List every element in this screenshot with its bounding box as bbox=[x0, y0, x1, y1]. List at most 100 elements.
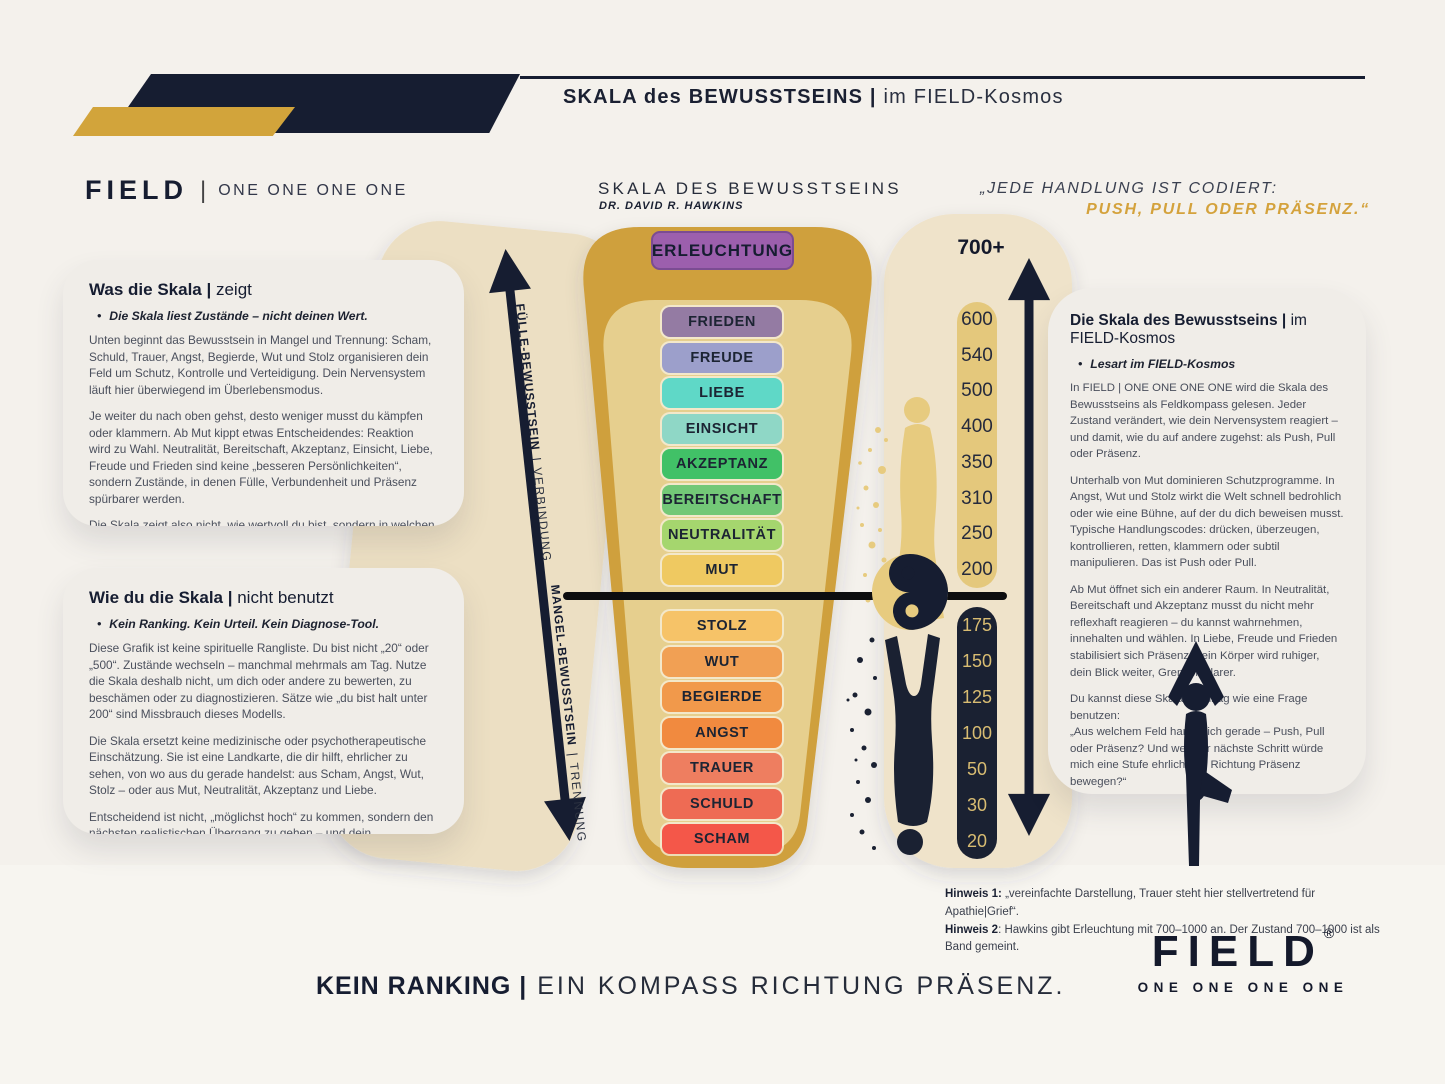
card1-title: Was die Skala | zeigt bbox=[89, 280, 438, 300]
footnote-2-label: Hinweis 2 bbox=[945, 923, 999, 936]
footnote-1-text: „vereinfachte Darstellung, Trauer steht … bbox=[945, 888, 1316, 918]
card3-paragraph-1: In FIELD | ONE ONE ONE ONE wird die Skal… bbox=[1070, 382, 1338, 461]
card1-bullet: • Die Skala liest Zustände – nicht deine… bbox=[97, 309, 438, 323]
header-quote: „JEDE HANDLUNG IST CODIERT: PUSH, PULL O… bbox=[980, 180, 1370, 219]
level-einsicht: EINSICHT bbox=[662, 413, 782, 444]
card-was-die-skala-zeigt: Was die Skala | zeigt • Die Skala liest … bbox=[63, 260, 464, 526]
level-mut: MUT bbox=[662, 555, 782, 585]
axis-divider: | bbox=[529, 456, 544, 462]
page-title-rest: im FIELD-Kosmos bbox=[876, 86, 1064, 108]
card2-paragraph-3: Entscheidend ist nicht, „möglichst hoch“… bbox=[89, 809, 434, 834]
tagline-bold: KEIN RANKING | bbox=[316, 972, 528, 1000]
card-skala-im-field-kosmos: Die Skala des Bewusstseins | im FIELD-Ko… bbox=[1048, 288, 1366, 794]
logo-field: FIELD bbox=[1151, 927, 1324, 976]
header-gold-band bbox=[73, 107, 295, 136]
card3-title: Die Skala des Bewusstseins | im FIELD-Ko… bbox=[1070, 312, 1344, 348]
scale-310: 310 bbox=[961, 487, 993, 509]
card-wie-du-die-skala-nicht-benutzt: Wie du die Skala | nicht benutzt • Kein … bbox=[63, 568, 464, 834]
bullet-dot-icon: • bbox=[1078, 357, 1083, 371]
card2-bullet-text: Kein Ranking. Kein Urteil. Kein Diagnose… bbox=[109, 617, 380, 631]
axis-arrow-left bbox=[489, 249, 586, 841]
footnote-1: Hinweis 1: „vereinfachte Darstellung, Tr… bbox=[945, 886, 1380, 922]
card2-bullet: • Kein Ranking. Kein Urteil. Kein Diagno… bbox=[97, 617, 438, 631]
level-schuld: SCHULD bbox=[662, 788, 782, 819]
scale-250: 250 bbox=[961, 523, 993, 545]
card3-bullet-text: Lesart im FIELD-Kosmos bbox=[1090, 357, 1236, 371]
scale-125: 125 bbox=[961, 686, 993, 707]
logo-wordmark: FIELD® bbox=[1110, 925, 1376, 977]
header-rule bbox=[520, 76, 1365, 79]
level-angst: ANGST bbox=[662, 717, 782, 748]
axis-divider: | bbox=[565, 752, 580, 757]
diagram-heading: SKALA DES BEWUSSTSEINS bbox=[598, 179, 902, 198]
yin-yang-icon bbox=[872, 554, 948, 630]
level-neutralitaet: NEUTRALITÄT bbox=[662, 520, 782, 550]
card2-title-bold: Wie du die Skala | bbox=[89, 588, 233, 607]
level-begierde: BEGIERDE bbox=[662, 682, 782, 712]
scale-gold-pill: 600 540 500 400 350 310 250 200 bbox=[957, 302, 997, 588]
card1-bullet-text: Die Skala liest Zustände – nicht deinen … bbox=[109, 309, 368, 323]
footnote-1-label: Hinweis 1: bbox=[945, 888, 1002, 900]
level-freude: FREUDE bbox=[662, 342, 782, 373]
card2-title: Wie du die Skala | nicht benutzt bbox=[89, 588, 438, 608]
level-liebe: LIEBE bbox=[662, 378, 782, 408]
card3-title-rest: im FIELD-Kosmos bbox=[1070, 312, 1307, 347]
scale-600: 600 bbox=[961, 308, 993, 330]
level-bereitschaft: BEREITSCHAFT bbox=[662, 484, 782, 515]
brand-lockup-bottom: FIELD® ONE ONE ONE ONE bbox=[1110, 925, 1376, 995]
brand-lockup-top: FIELD | ONE ONE ONE ONE bbox=[85, 175, 408, 206]
level-akzeptanz: AKZEPTANZ bbox=[662, 449, 782, 479]
level-frieden: FRIEDEN bbox=[662, 307, 782, 337]
bullet-dot-icon: • bbox=[97, 309, 102, 323]
card2-paragraph-2: Die Skala ersetzt keine medizinische ode… bbox=[89, 733, 427, 798]
scale-100: 100 bbox=[961, 722, 993, 743]
scale-350: 350 bbox=[961, 451, 993, 473]
logo-one-one-one-one: ONE ONE ONE ONE bbox=[1137, 980, 1349, 995]
page-title-bold: SKALA des BEWUSSTSEINS | bbox=[563, 86, 877, 108]
scale-175: 175 bbox=[961, 614, 993, 635]
quote-line-2: PUSH, PULL ODER PRÄSENZ.“ bbox=[1086, 201, 1370, 218]
level-stolz: STOLZ bbox=[662, 611, 782, 641]
scale-540: 540 bbox=[961, 344, 993, 366]
level-erleuchtung: ERLEUCHTUNG bbox=[651, 231, 794, 270]
card3-paragraph-3: Ab Mut öffnet sich ein anderer Raum. In … bbox=[1070, 583, 1338, 679]
card1-paragraph-2: Je weiter du nach oben gehst, desto weni… bbox=[89, 409, 433, 506]
dark-figure bbox=[846, 634, 940, 855]
scale-20: 20 bbox=[966, 830, 988, 851]
yoga-figure bbox=[1168, 641, 1232, 866]
scale-200: 200 bbox=[961, 559, 993, 581]
tagline-rest: EIN KOMPASS RICHTUNG PRÄSENZ. bbox=[527, 972, 1066, 1000]
diagram-subheading: DR. DAVID R. HAWKINS bbox=[599, 200, 744, 212]
scale-30: 30 bbox=[966, 794, 988, 815]
card2-title-rest: nicht benutzt bbox=[232, 588, 334, 607]
card3-bullet: • Lesart im FIELD-Kosmos bbox=[1078, 357, 1344, 371]
scale-50: 50 bbox=[966, 758, 988, 779]
level-scham: SCHAM bbox=[662, 824, 782, 854]
bottom-background-strip bbox=[0, 865, 1445, 1084]
scale-150: 150 bbox=[961, 650, 993, 671]
registered-mark-icon: ® bbox=[1323, 925, 1335, 941]
footer-tagline: KEIN RANKING | EIN KOMPASS RICHTUNG PRÄS… bbox=[316, 972, 1066, 1001]
bullet-dot-icon: • bbox=[97, 617, 102, 631]
card1-title-rest: zeigt bbox=[211, 280, 252, 299]
footnotes: Hinweis 1: „vereinfachte Darstellung, Tr… bbox=[945, 886, 1380, 957]
footnote-2: Hinweis 2: Hawkins gibt Erleuchtung mit … bbox=[945, 922, 1380, 958]
dark-particles bbox=[846, 637, 877, 850]
page-title: SKALA des BEWUSSTSEINS | im FIELD-Kosmos bbox=[563, 86, 1064, 109]
brand-name: FIELD bbox=[85, 175, 188, 205]
scale-400: 400 bbox=[961, 416, 993, 438]
scale-dark-pill: 175 150 125 100 50 30 20 bbox=[957, 607, 997, 859]
brand-divider: | bbox=[200, 176, 207, 204]
quote-line-1: „JEDE HANDLUNG IST CODIERT: bbox=[980, 180, 1278, 197]
card1-title-bold: Was die Skala | bbox=[89, 280, 212, 299]
footnote-2-text: : Hawkins gibt Erleuchtung mit 700–1000 … bbox=[945, 923, 1380, 954]
card3-paragraph-2: Unterhalb von Mut dominieren Schutzprogr… bbox=[1070, 474, 1344, 570]
brand-suffix: ONE ONE ONE ONE bbox=[218, 181, 408, 199]
level-wut: WUT bbox=[662, 646, 782, 677]
scale-500: 500 bbox=[961, 380, 993, 402]
card3-title-bold: Die Skala des Bewusstseins | bbox=[1070, 312, 1287, 329]
scale-700-plus: 700+ bbox=[957, 236, 1005, 259]
card2-paragraph-1: Diese Grafik ist keine spirituelle Rangl… bbox=[89, 641, 429, 722]
level-trauer: TRAUER bbox=[662, 753, 782, 783]
